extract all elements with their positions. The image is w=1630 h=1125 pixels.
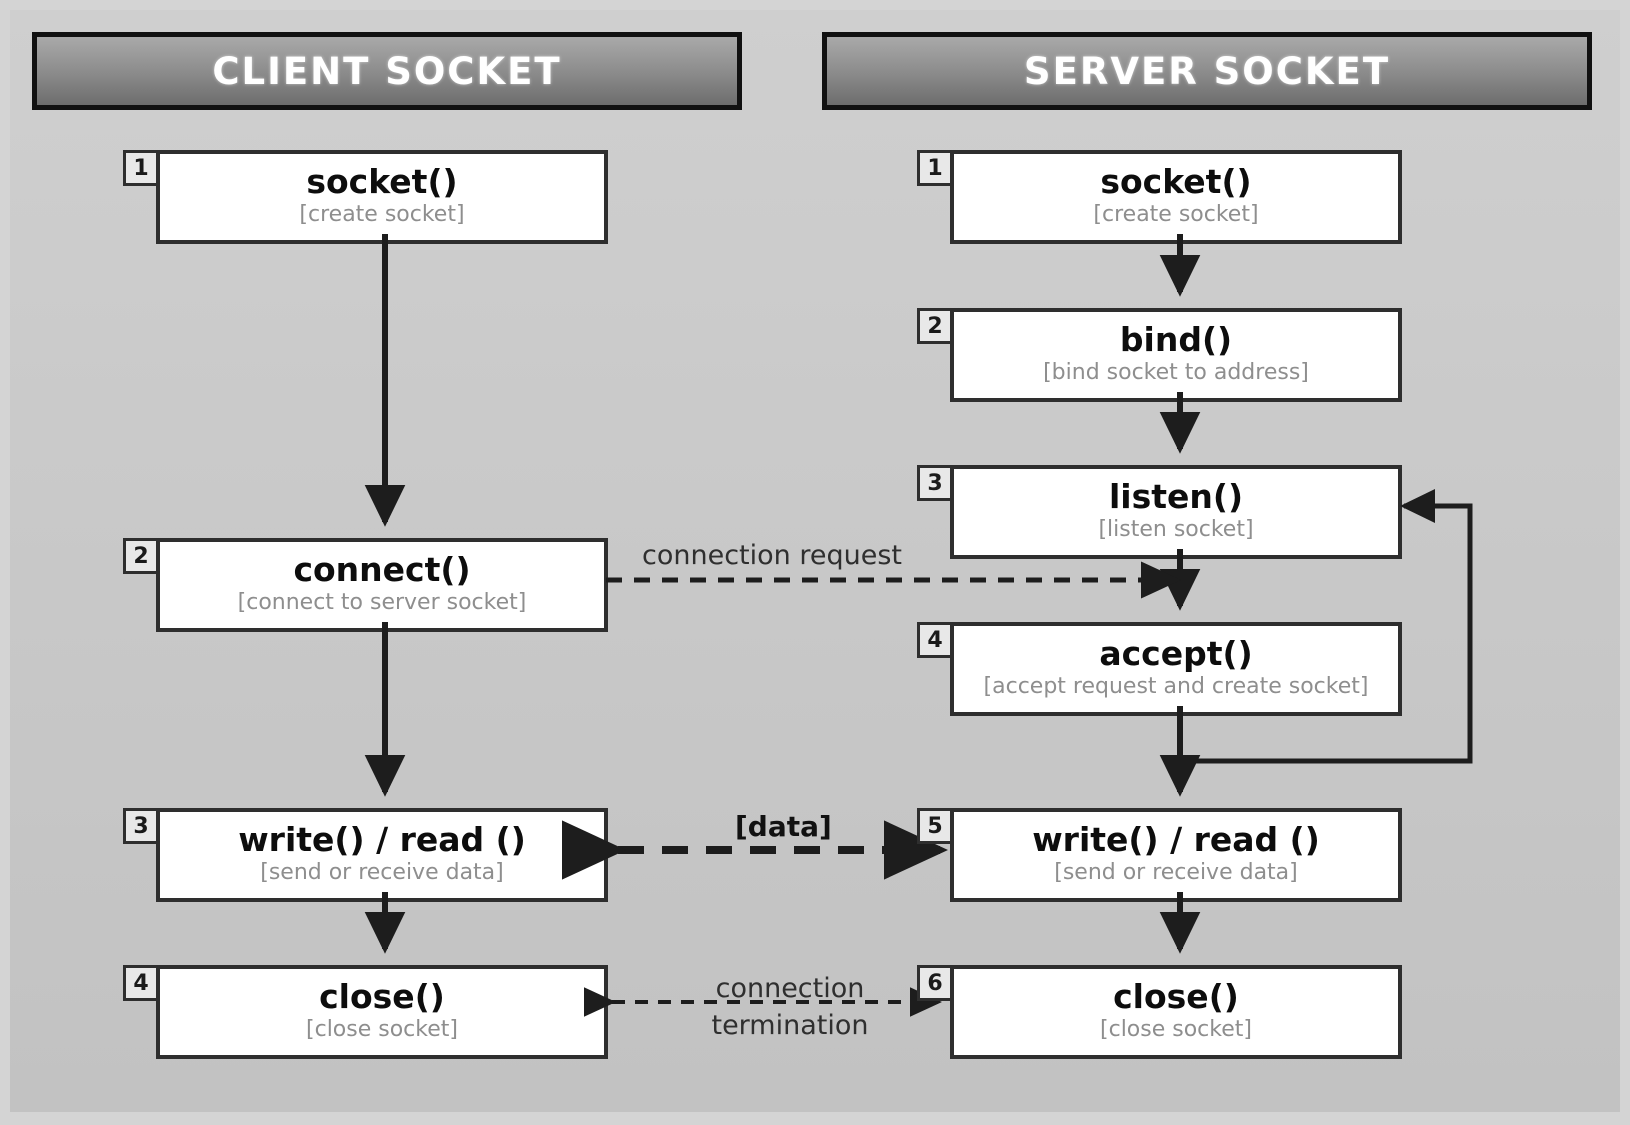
- server-step-tab-2: 2: [917, 308, 953, 344]
- client-step-tab-2: 2: [123, 538, 159, 574]
- server-node-listen-desc: [listen socket]: [1098, 517, 1254, 543]
- server-node-close-desc: [close socket]: [1100, 1017, 1252, 1043]
- client-step-tab-2-label: 2: [133, 543, 149, 569]
- client-step-tab-3-label: 3: [133, 813, 149, 839]
- client-node-socket: socket() [create socket]: [156, 150, 608, 244]
- server-node-write-read-desc: [send or receive data]: [1054, 860, 1298, 886]
- client-node-write-read: write() / read () [send or receive data]: [156, 808, 608, 902]
- server-step-tab-6-label: 6: [927, 970, 943, 996]
- server-step-tab-1-label: 1: [927, 155, 943, 181]
- client-node-connect-fn: connect(): [293, 550, 471, 590]
- server-step-tab-5-label: 5: [927, 813, 943, 839]
- client-node-close-fn: close(): [319, 977, 445, 1017]
- client-node-write-read-desc: [send or receive data]: [260, 860, 504, 886]
- server-node-listen: listen() [listen socket]: [950, 465, 1402, 559]
- server-step-tab-3: 3: [917, 465, 953, 501]
- diagram-plate: CLIENT SOCKET SERVER SOCKET socket() [cr…: [10, 10, 1620, 1112]
- client-node-write-read-fn: write() / read (): [238, 820, 526, 860]
- edge-label-data: [data]: [735, 810, 832, 843]
- server-step-tab-5: 5: [917, 808, 953, 844]
- client-column-header: CLIENT SOCKET: [32, 32, 742, 110]
- client-node-connect: connect() [connect to server socket]: [156, 538, 608, 632]
- server-step-tab-2-label: 2: [927, 313, 943, 339]
- server-node-socket: socket() [create socket]: [950, 150, 1402, 244]
- server-node-close: close() [close socket]: [950, 965, 1402, 1059]
- server-step-tab-4: 4: [917, 622, 953, 658]
- server-column-header-label: SERVER SOCKET: [1023, 49, 1391, 93]
- server-step-tab-4-label: 4: [927, 627, 943, 653]
- server-node-bind-desc: [bind socket to address]: [1043, 360, 1309, 386]
- server-node-bind-fn: bind(): [1119, 320, 1233, 360]
- client-step-tab-1-label: 1: [133, 155, 149, 181]
- server-node-socket-desc: [create socket]: [1093, 202, 1259, 228]
- server-node-accept: accept() [accept request and create sock…: [950, 622, 1402, 716]
- client-step-tab-4-label: 4: [133, 970, 149, 996]
- server-node-bind: bind() [bind socket to address]: [950, 308, 1402, 402]
- client-node-socket-fn: socket(): [306, 162, 458, 202]
- server-step-tab-6: 6: [917, 965, 953, 1001]
- server-step-tab-1: 1: [917, 150, 953, 186]
- server-node-socket-fn: socket(): [1100, 162, 1252, 202]
- edge-label-termination-line1: connection: [715, 973, 865, 1004]
- edge-label-termination-line2: termination: [711, 1010, 869, 1041]
- client-node-close-desc: [close socket]: [306, 1017, 458, 1043]
- server-node-accept-fn: accept(): [1099, 634, 1253, 674]
- client-column-header-label: CLIENT SOCKET: [212, 49, 562, 93]
- server-step-tab-3-label: 3: [927, 470, 943, 496]
- client-step-tab-1: 1: [123, 150, 159, 186]
- server-node-accept-desc: [accept request and create socket]: [983, 674, 1369, 700]
- client-step-tab-3: 3: [123, 808, 159, 844]
- edge-label-connection-request: connection request: [642, 540, 902, 571]
- client-node-connect-desc: [connect to server socket]: [237, 590, 527, 616]
- server-column-header: SERVER SOCKET: [822, 32, 1592, 110]
- server-node-listen-fn: listen(): [1108, 477, 1244, 517]
- server-node-write-read-fn: write() / read (): [1032, 820, 1320, 860]
- server-node-write-read: write() / read () [send or receive data]: [950, 808, 1402, 902]
- server-node-close-fn: close(): [1113, 977, 1239, 1017]
- client-node-socket-desc: [create socket]: [299, 202, 465, 228]
- client-node-close: close() [close socket]: [156, 965, 608, 1059]
- client-step-tab-4: 4: [123, 965, 159, 1001]
